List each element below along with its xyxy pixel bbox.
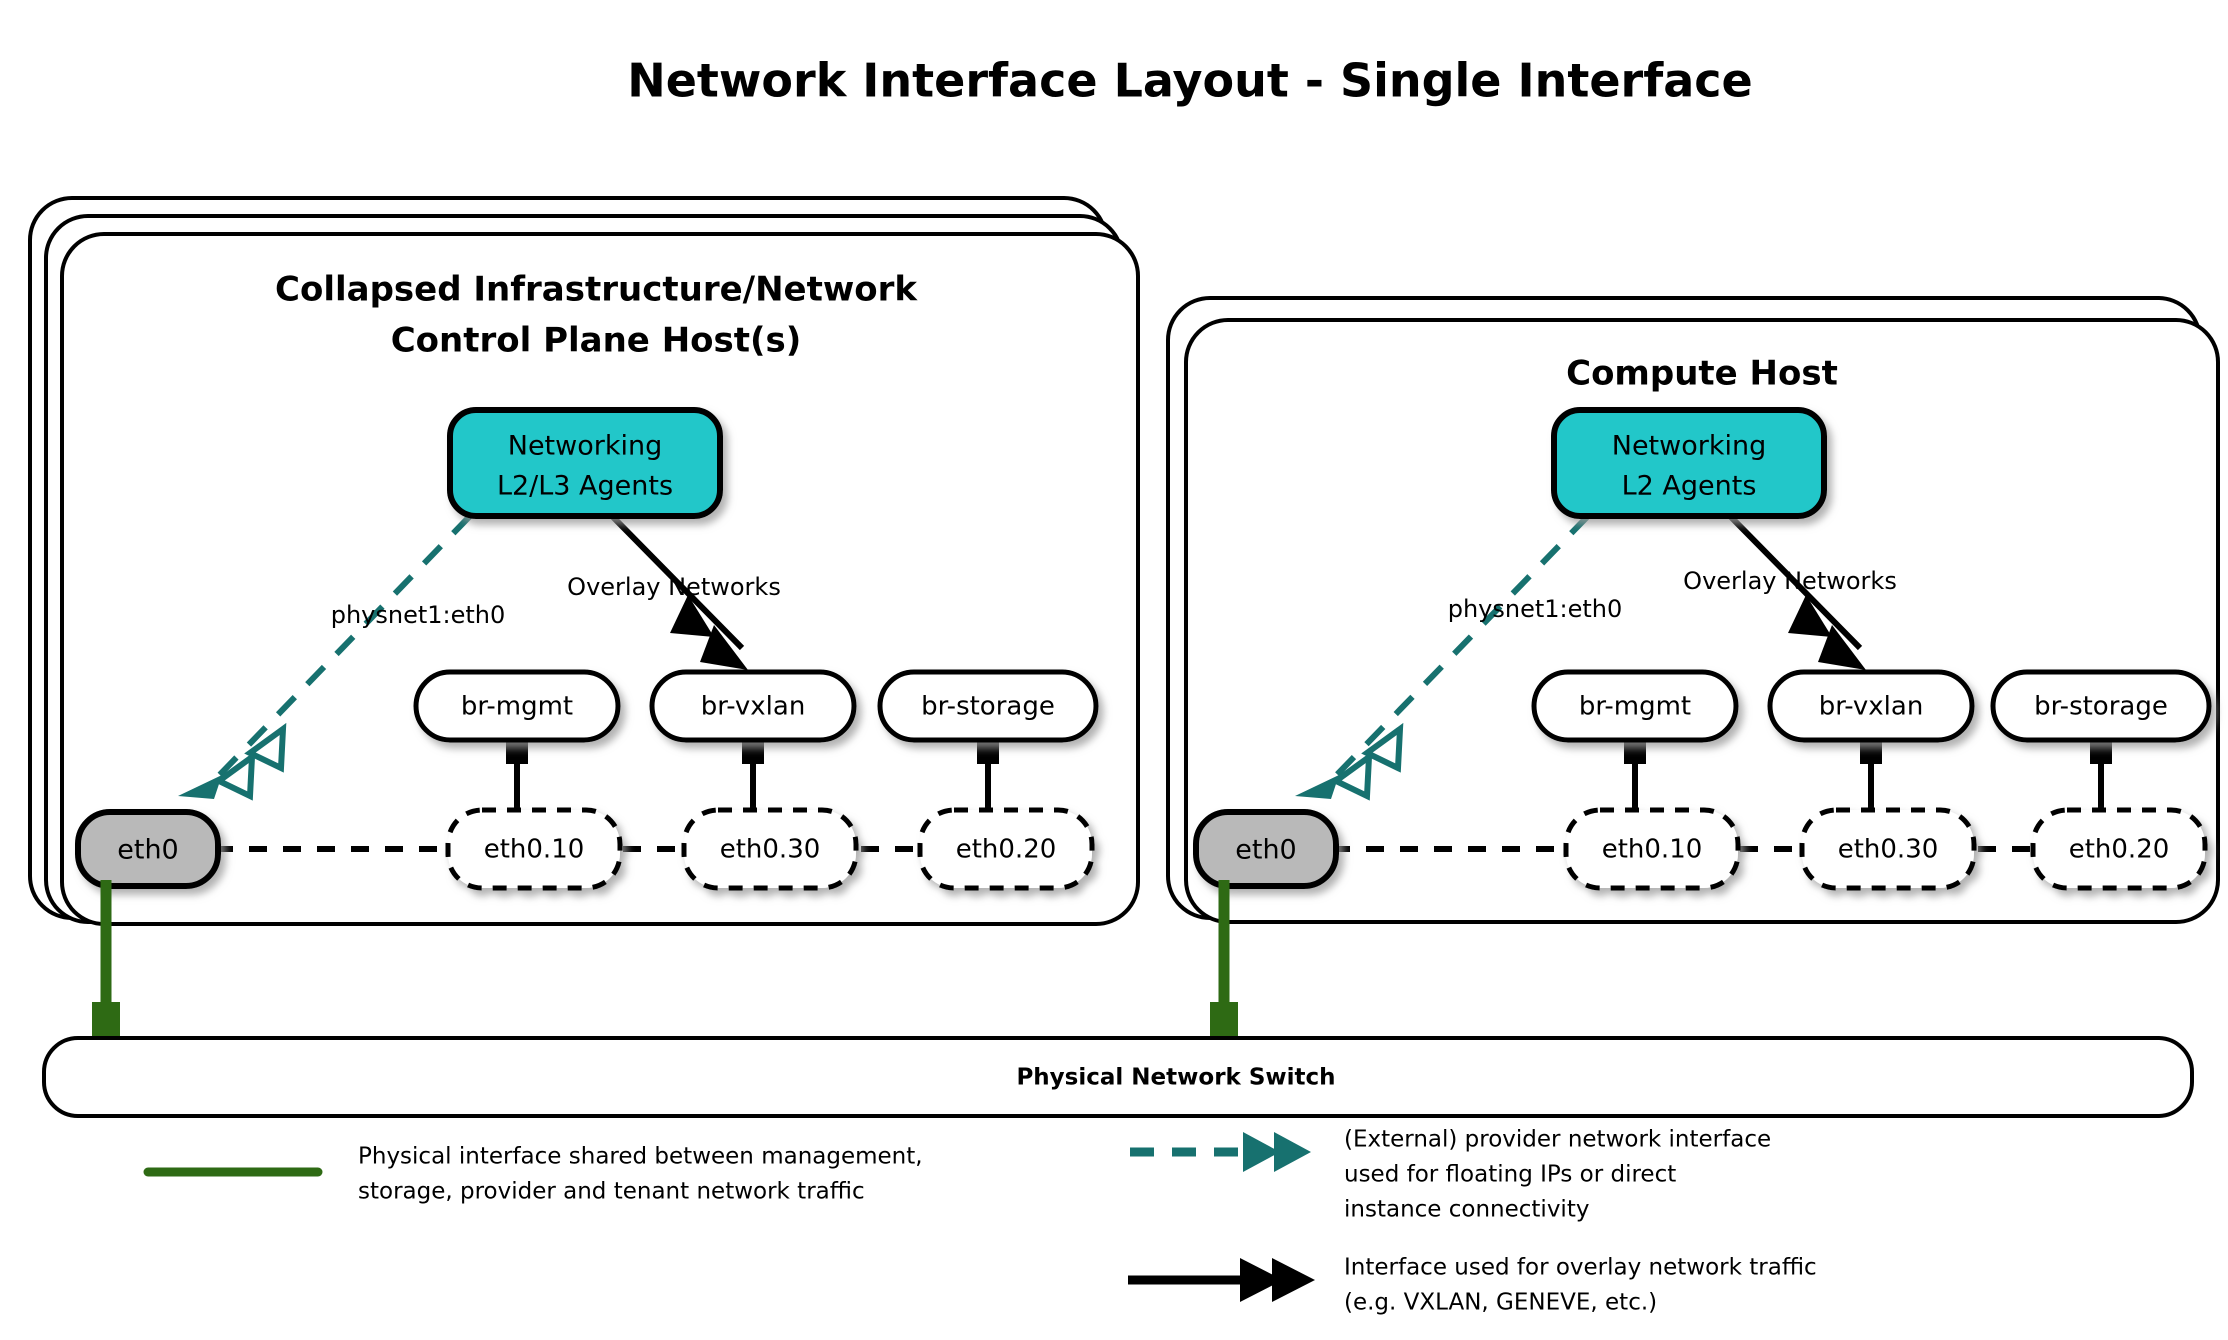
page-title: Network Interface Layout - Single Interf… bbox=[627, 54, 1753, 108]
vlan-node-label: eth0.30 bbox=[720, 835, 821, 865]
vlan-node-eth0-20[interactable] bbox=[2030, 807, 2208, 891]
physical-link-compute bbox=[1210, 880, 1238, 1042]
switch-port-connector bbox=[1210, 1002, 1238, 1042]
overlay-link-label: Overlay Networks bbox=[567, 573, 781, 601]
legend-item-physical-interface: Physical interface shared between manage… bbox=[143, 1144, 923, 1205]
legend-text-line-1: Interface used for overlay network traff… bbox=[1344, 1255, 1817, 1281]
bridge-node-label: br-storage bbox=[921, 692, 1055, 722]
bridge-node-label: br-vxlan bbox=[701, 692, 806, 722]
host-stack-layer-1 bbox=[60, 232, 1140, 926]
legend-text-line-2: (e.g. VXLAN, GENEVE, etc.) bbox=[1344, 1290, 1657, 1316]
host-title-line1: Collapsed Infrastructure/Network bbox=[275, 270, 918, 310]
bridge-node-br-mgmt[interactable] bbox=[1531, 669, 1739, 743]
bridge-node-br-mgmt[interactable] bbox=[413, 669, 621, 743]
vlan-node-eth0-10[interactable] bbox=[445, 807, 623, 891]
provider-link-label: physnet1:eth0 bbox=[331, 601, 506, 629]
legend-provider-arrow-swatch bbox=[1130, 1132, 1311, 1172]
bridge-node-label: br-storage bbox=[2034, 692, 2168, 722]
vlan-node-eth0-10[interactable] bbox=[1563, 807, 1741, 891]
vlan-node-eth0-30[interactable] bbox=[681, 807, 859, 891]
agent-node-label-line2: L2 Agents bbox=[1622, 471, 1757, 502]
vlan-node-label: eth0.20 bbox=[2069, 835, 2170, 865]
provider-link-control-plane bbox=[178, 513, 473, 801]
vlan-node-label: eth0.30 bbox=[1838, 835, 1939, 865]
overlay-link-compute bbox=[1727, 513, 1866, 670]
vlan-node-eth0-30[interactable] bbox=[1799, 807, 1977, 891]
bridge-group-br-mgmt-compute: br-mgmt eth0.10 bbox=[1531, 669, 1741, 891]
switch-port-connector bbox=[92, 1002, 120, 1042]
host-stack-layer-1 bbox=[1184, 318, 2220, 924]
bridge-group-br-vxlan-control-plane: br-vxlan eth0.30 bbox=[649, 669, 859, 891]
legend-text-line-2: storage, provider and tenant network tra… bbox=[358, 1179, 865, 1205]
vlan-node-eth0-20[interactable] bbox=[917, 807, 1095, 891]
legend-text-line-1: (External) provider network interface bbox=[1344, 1127, 1771, 1153]
vlan-node-label: eth0.10 bbox=[484, 835, 585, 865]
agent-node-label-line2: L2/L3 Agents bbox=[497, 471, 673, 502]
bridge-node-br-vxlan[interactable] bbox=[649, 669, 857, 743]
vlan-node-label: eth0.10 bbox=[1602, 835, 1703, 865]
agent-node-label-line1: Networking bbox=[1612, 431, 1767, 462]
vlan-node-label: eth0.20 bbox=[956, 835, 1057, 865]
legend-text-line-3: instance connectivity bbox=[1344, 1197, 1589, 1223]
bridge-node-label: br-mgmt bbox=[461, 692, 573, 722]
agent-node-label-line1: Networking bbox=[508, 431, 663, 462]
legend-overlay-arrow-swatch bbox=[1128, 1258, 1315, 1302]
legend-item-provider-interface: (External) provider network interface us… bbox=[1130, 1127, 1771, 1223]
legend-item-overlay-interface: Interface used for overlay network traff… bbox=[1128, 1255, 1817, 1316]
physical-network-switch[interactable]: Physical Network Switch bbox=[42, 1036, 2194, 1118]
bridge-group-br-storage-compute: br-storage eth0.20 bbox=[1990, 669, 2212, 891]
switch-label: Physical Network Switch bbox=[1016, 1065, 1335, 1091]
bridge-group-br-mgmt-control-plane: br-mgmt eth0.10 bbox=[413, 669, 623, 891]
host-title-line1: Compute Host bbox=[1566, 354, 1838, 394]
bridge-node-br-storage[interactable] bbox=[1990, 669, 2212, 743]
overlay-link-label: Overlay Networks bbox=[1683, 567, 1897, 595]
overlay-link-control-plane bbox=[609, 513, 748, 670]
legend-text-line-1: Physical interface shared between manage… bbox=[358, 1144, 923, 1170]
host-panel-compute: Compute Host physnet1:eth0 Overlay Netwo… bbox=[1166, 296, 2220, 924]
legend-text-line-2: used for floating IPs or direct bbox=[1344, 1162, 1676, 1188]
bridge-node-label: br-mgmt bbox=[1579, 692, 1691, 722]
bridge-group-br-storage-control-plane: br-storage eth0.20 bbox=[877, 669, 1099, 891]
host-panel-control-plane: Collapsed Infrastructure/Network Control… bbox=[28, 196, 1140, 926]
nic-node-eth0-compute[interactable] bbox=[1193, 809, 1339, 889]
nic-node-label: eth0 bbox=[117, 835, 179, 866]
host-title-line2: Control Plane Host(s) bbox=[391, 321, 802, 361]
bridge-node-label: br-vxlan bbox=[1819, 692, 1924, 722]
provider-link-compute bbox=[1295, 513, 1591, 801]
bridge-group-br-vxlan-compute: br-vxlan eth0.30 bbox=[1767, 669, 1977, 891]
agent-node-control-plane[interactable] bbox=[447, 407, 723, 519]
nic-node-label: eth0 bbox=[1235, 835, 1297, 866]
bridge-node-br-vxlan[interactable] bbox=[1767, 669, 1975, 743]
bridge-node-br-storage[interactable] bbox=[877, 669, 1099, 743]
physical-link-control-plane bbox=[92, 880, 120, 1042]
provider-link-label: physnet1:eth0 bbox=[1448, 595, 1623, 623]
agent-node-compute[interactable] bbox=[1551, 407, 1827, 519]
nic-node-eth0-control-plane[interactable] bbox=[75, 809, 221, 889]
